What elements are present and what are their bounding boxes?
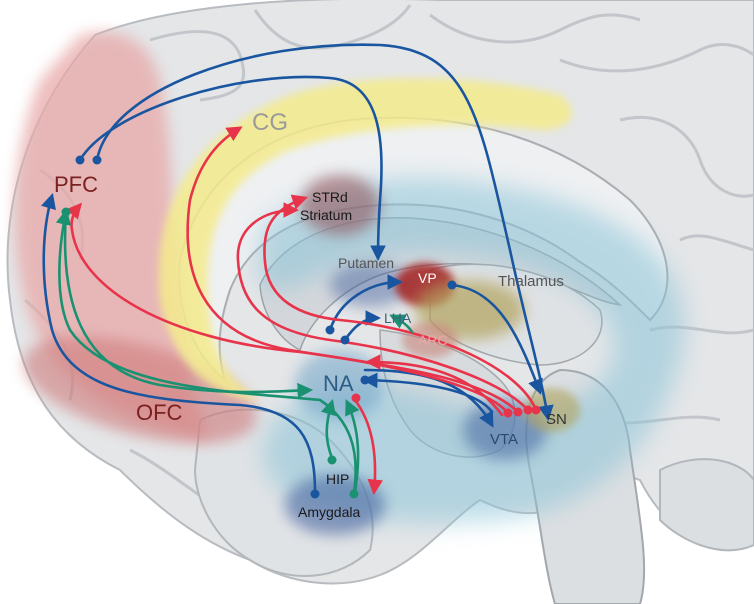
cg-region [158,78,572,400]
pathway-origins [61,155,541,499]
label-hip: HIP [326,471,349,487]
pathway-vta-to-cg [186,126,520,414]
pathway-pfc-to-sn [95,43,554,422]
label-ofc: OFC [136,400,183,425]
pathway-hip-to-na [320,399,336,460]
label-na: NA [323,371,354,396]
label-putamen: Putamen [338,255,394,271]
label-striatum: Striatum [300,207,352,223]
arc-region [402,322,458,358]
pathway-amygdala-to-pfc [40,193,317,494]
putamen-region [330,263,410,307]
label-strd: STRd [312,189,348,205]
region-labels: PFC OFC CG STRd Striatum Putamen VP Thal… [54,109,567,520]
amygdala-region [285,475,385,535]
label-amygdala: Amygdala [298,504,360,520]
pathway-vp-to-sn [450,283,543,395]
pathway-amygdala-to-pfc-green [55,208,357,494]
pathway-pfc-to-putamen [78,75,386,262]
cerebellum [659,458,754,552]
pathway-amygdala-to-na-green [345,399,360,494]
pathway-vta-to-pfc [65,202,510,415]
label-thalamus: Thalamus [498,273,564,290]
pathways [40,43,554,496]
label-sn: SN [546,411,567,428]
na-region [295,350,385,420]
pathway-arc-to-lha [389,314,414,334]
label-cg: CG [252,109,288,136]
label-arc: ARC [418,332,448,348]
label-vta: VTA [490,431,518,448]
label-lha: LHA [384,310,412,326]
pathway-na-to-vp [328,274,404,332]
label-vp: VP [418,270,437,286]
label-pfc: PFC [54,172,98,197]
strd-region [300,175,380,235]
striatum-region [260,178,685,524]
pathway-vta-to-na-red [364,354,504,417]
pathway-vta-to-na [361,372,494,414]
region-highlights [14,32,685,535]
pathway-vta-to-striatum [236,202,530,412]
pathway-pfc-to-na-green [63,210,314,399]
pathway-na-to-vta [363,368,494,428]
pathway-sn-to-strd [263,194,538,412]
